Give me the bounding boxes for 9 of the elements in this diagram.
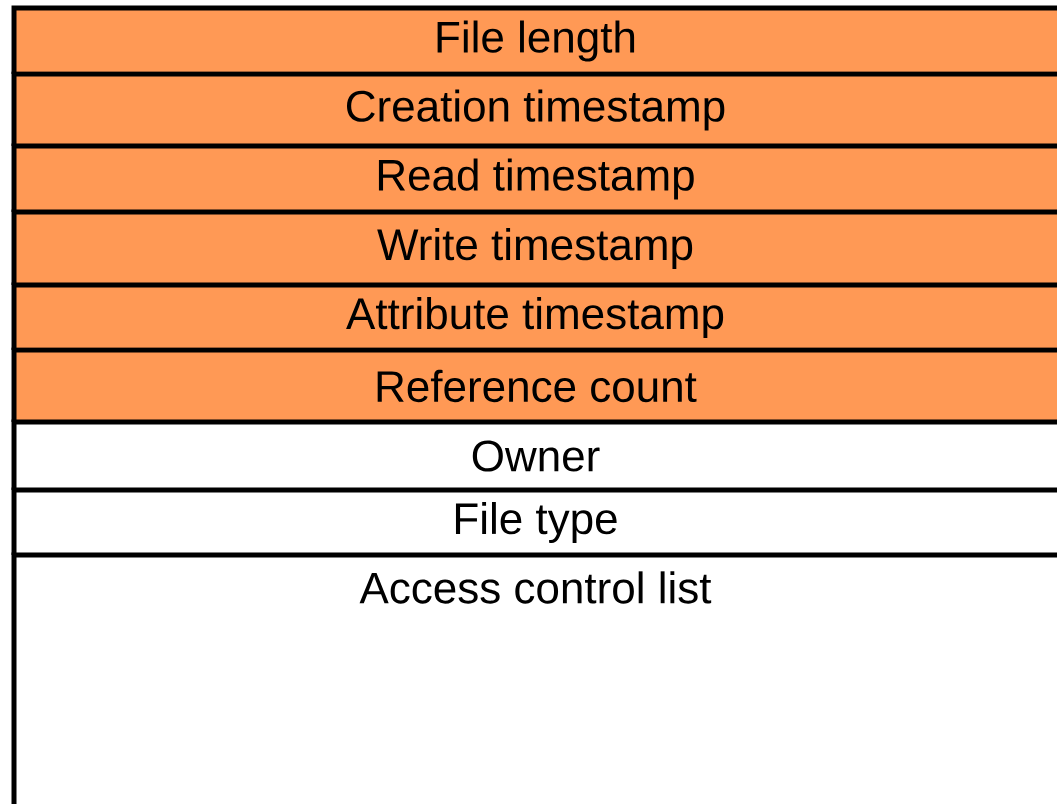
field-row: Write timestamp: [11, 209, 1057, 285]
field-row: Read timestamp: [11, 143, 1057, 212]
field-row: File length: [11, 5, 1057, 74]
field-row: Creation timestamp: [11, 71, 1057, 146]
field-row: Access control list: [11, 552, 1057, 804]
field-row: Owner: [11, 419, 1057, 490]
field-row: File type: [11, 487, 1057, 555]
field-row: Reference count: [11, 347, 1057, 422]
field-row: Attribute timestamp: [11, 282, 1057, 350]
